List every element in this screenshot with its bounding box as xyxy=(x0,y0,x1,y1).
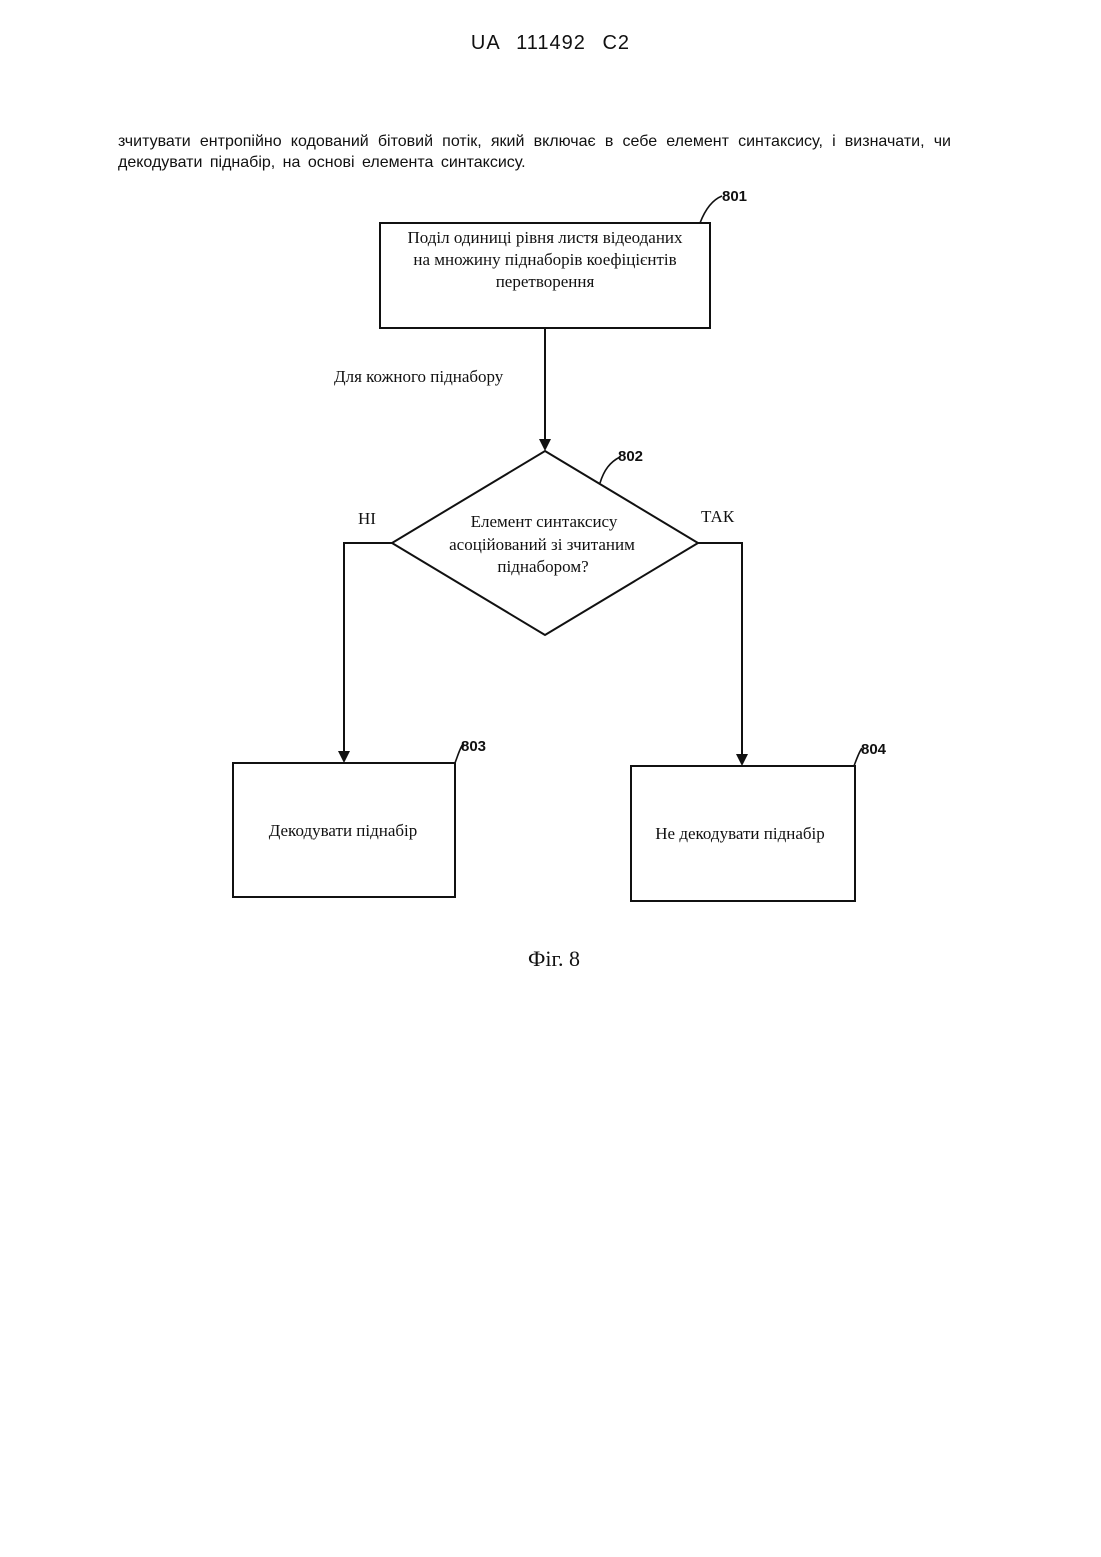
branch-yes-arrowhead xyxy=(736,754,748,766)
branch-no-arrowhead xyxy=(338,751,350,763)
branch-no-line xyxy=(344,543,392,752)
step-804: Не декодувати піднабір 804 xyxy=(631,741,887,901)
figure-caption: Фіг. 8 xyxy=(528,946,580,971)
step-801-line-3: перетворення xyxy=(496,272,595,291)
branch-no-label: НІ xyxy=(358,509,376,528)
step-802-line-2: асоційований зі зчитаним xyxy=(449,535,635,554)
connector-801-802-arrowhead xyxy=(539,439,551,451)
step-801-leader xyxy=(700,196,722,223)
step-801: Поділ одиниці рівня листя відеоданих на … xyxy=(380,188,747,328)
branch-yes: ТАК xyxy=(698,507,748,766)
step-802-leader xyxy=(600,457,620,483)
step-802-ref: 802 xyxy=(618,448,643,465)
step-801-line-1: Поділ одиниці рівня листя відеоданих xyxy=(407,228,683,247)
step-801-line-2: на множину піднаборів коефіцієнтів xyxy=(413,250,676,269)
loop-label: Для кожного піднабору xyxy=(334,367,504,386)
step-801-ref: 801 xyxy=(722,188,747,205)
step-802: Елемент синтаксису асоційований зі зчита… xyxy=(392,448,698,635)
branch-yes-label: ТАК xyxy=(701,507,735,526)
step-804-text: Не декодувати піднабір xyxy=(655,824,825,843)
step-803-text: Декодувати піднабір xyxy=(269,821,418,840)
step-803: Декодувати піднабір 803 xyxy=(233,738,486,897)
branch-no: НІ xyxy=(338,509,392,763)
step-802-line-3: піднабором? xyxy=(497,557,588,576)
branch-yes-line xyxy=(698,543,742,755)
step-802-line-1: Елемент синтаксису xyxy=(471,512,618,531)
step-804-ref: 804 xyxy=(861,741,887,758)
connector-801-802: Для кожного піднабору xyxy=(334,328,551,451)
step-803-ref: 803 xyxy=(461,738,486,755)
